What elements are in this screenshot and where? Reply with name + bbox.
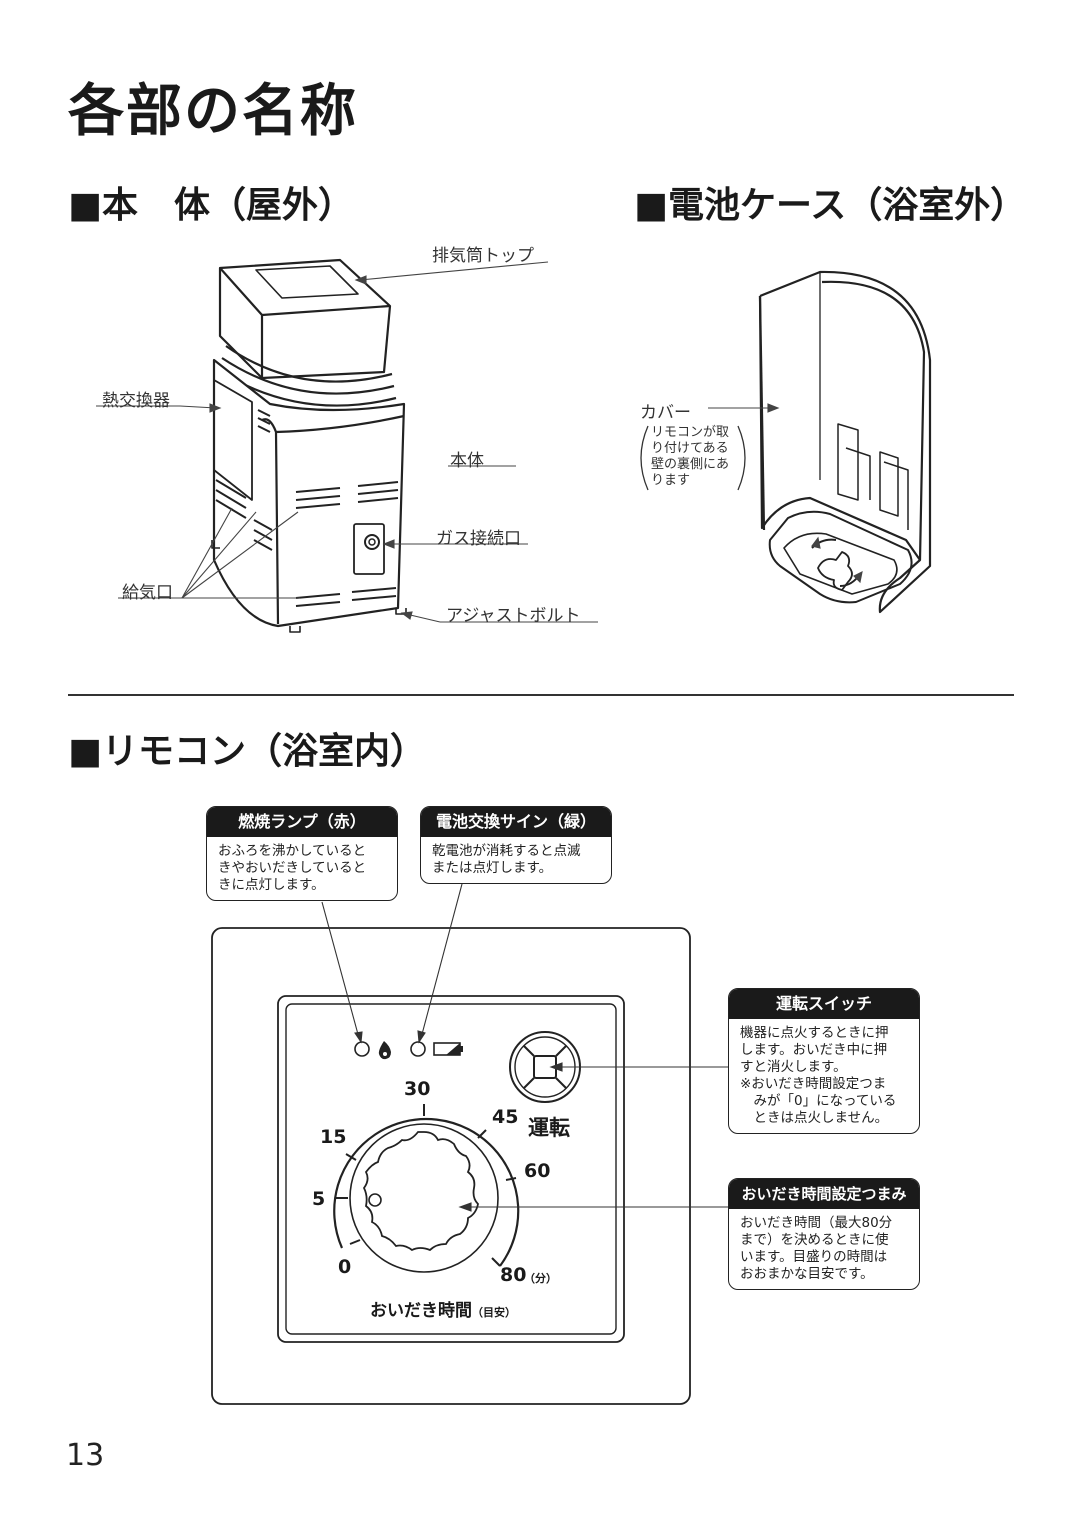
battery-lamp-icon: [410, 1041, 426, 1057]
timer-dial-icon: [333, 1104, 520, 1273]
page-title: 各部の名称: [68, 79, 358, 144]
gas-inlet-icon: [353, 523, 385, 575]
callout-battery-sign: 電池交換サイン（緑） 乾電池が消耗すると点滅 または点灯します。: [420, 806, 612, 884]
page-number: 13: [66, 1438, 105, 1473]
dial-mark-80: 80: [500, 1264, 527, 1286]
dial-mark-30: 30: [404, 1078, 431, 1100]
heat-exchanger-icon: [213, 379, 253, 501]
wing-nut-icon: [817, 551, 853, 591]
callout-timer-knob: おいだき時間設定つまみ おいだき時間（最大80分 まで）を決めるときに使 います…: [728, 1178, 920, 1290]
section-divider: [68, 694, 1014, 696]
battery-note: リモコンが取 り付けてある 壁の裏側にあ ります: [651, 425, 730, 488]
dial-label: おいだき時間（目安）: [370, 1301, 516, 1321]
label-heat-exchanger: 熱交換器: [102, 391, 170, 411]
label-air-intake: 給気口: [122, 583, 173, 603]
battery-case-cover-icon: [759, 270, 932, 614]
section-title-main-unit: ■本 体（屋外）: [68, 185, 355, 226]
body-icon: [212, 358, 406, 628]
remote-panel-frame: [277, 995, 625, 1343]
dial-mark-15: 15: [320, 1126, 347, 1148]
label-body: 本体: [450, 451, 484, 471]
section-title-remote: ■リモコン（浴室内）: [68, 731, 427, 772]
flame-icon: [378, 1041, 391, 1060]
burn-lamp-icon: [354, 1041, 370, 1057]
run-switch-icon: [509, 1031, 581, 1103]
label-cover: カバー: [640, 403, 691, 423]
dial-mark-5: 5: [312, 1188, 326, 1210]
remote-outer-frame: [211, 927, 691, 1405]
battery-icon: [433, 1042, 463, 1056]
section-title-battery-case: ■電池ケース（浴室外）: [634, 185, 1027, 226]
callout-run-switch: 運転スイッチ 機器に点火するときに押 します。おいだき中に押 すと消火します。 …: [728, 988, 920, 1134]
run-label: 運転: [528, 1116, 570, 1140]
dial-unit: （分）: [524, 1272, 557, 1285]
callout-burn-lamp: 燃焼ランプ（赤） おふろを沸かしていると きやおいだきしていると きに点灯します…: [206, 806, 398, 901]
label-adjust-bolt: アジャストボルト: [446, 606, 581, 626]
dial-mark-0: 0: [338, 1256, 352, 1278]
dial-mark-45: 45: [492, 1106, 519, 1128]
label-gas-inlet: ガス接続口: [436, 529, 521, 549]
dial-mark-60: 60: [524, 1160, 551, 1182]
label-exhaust-top: 排気筒トップ: [432, 246, 534, 266]
exhaust-top-icon: [218, 258, 392, 380]
